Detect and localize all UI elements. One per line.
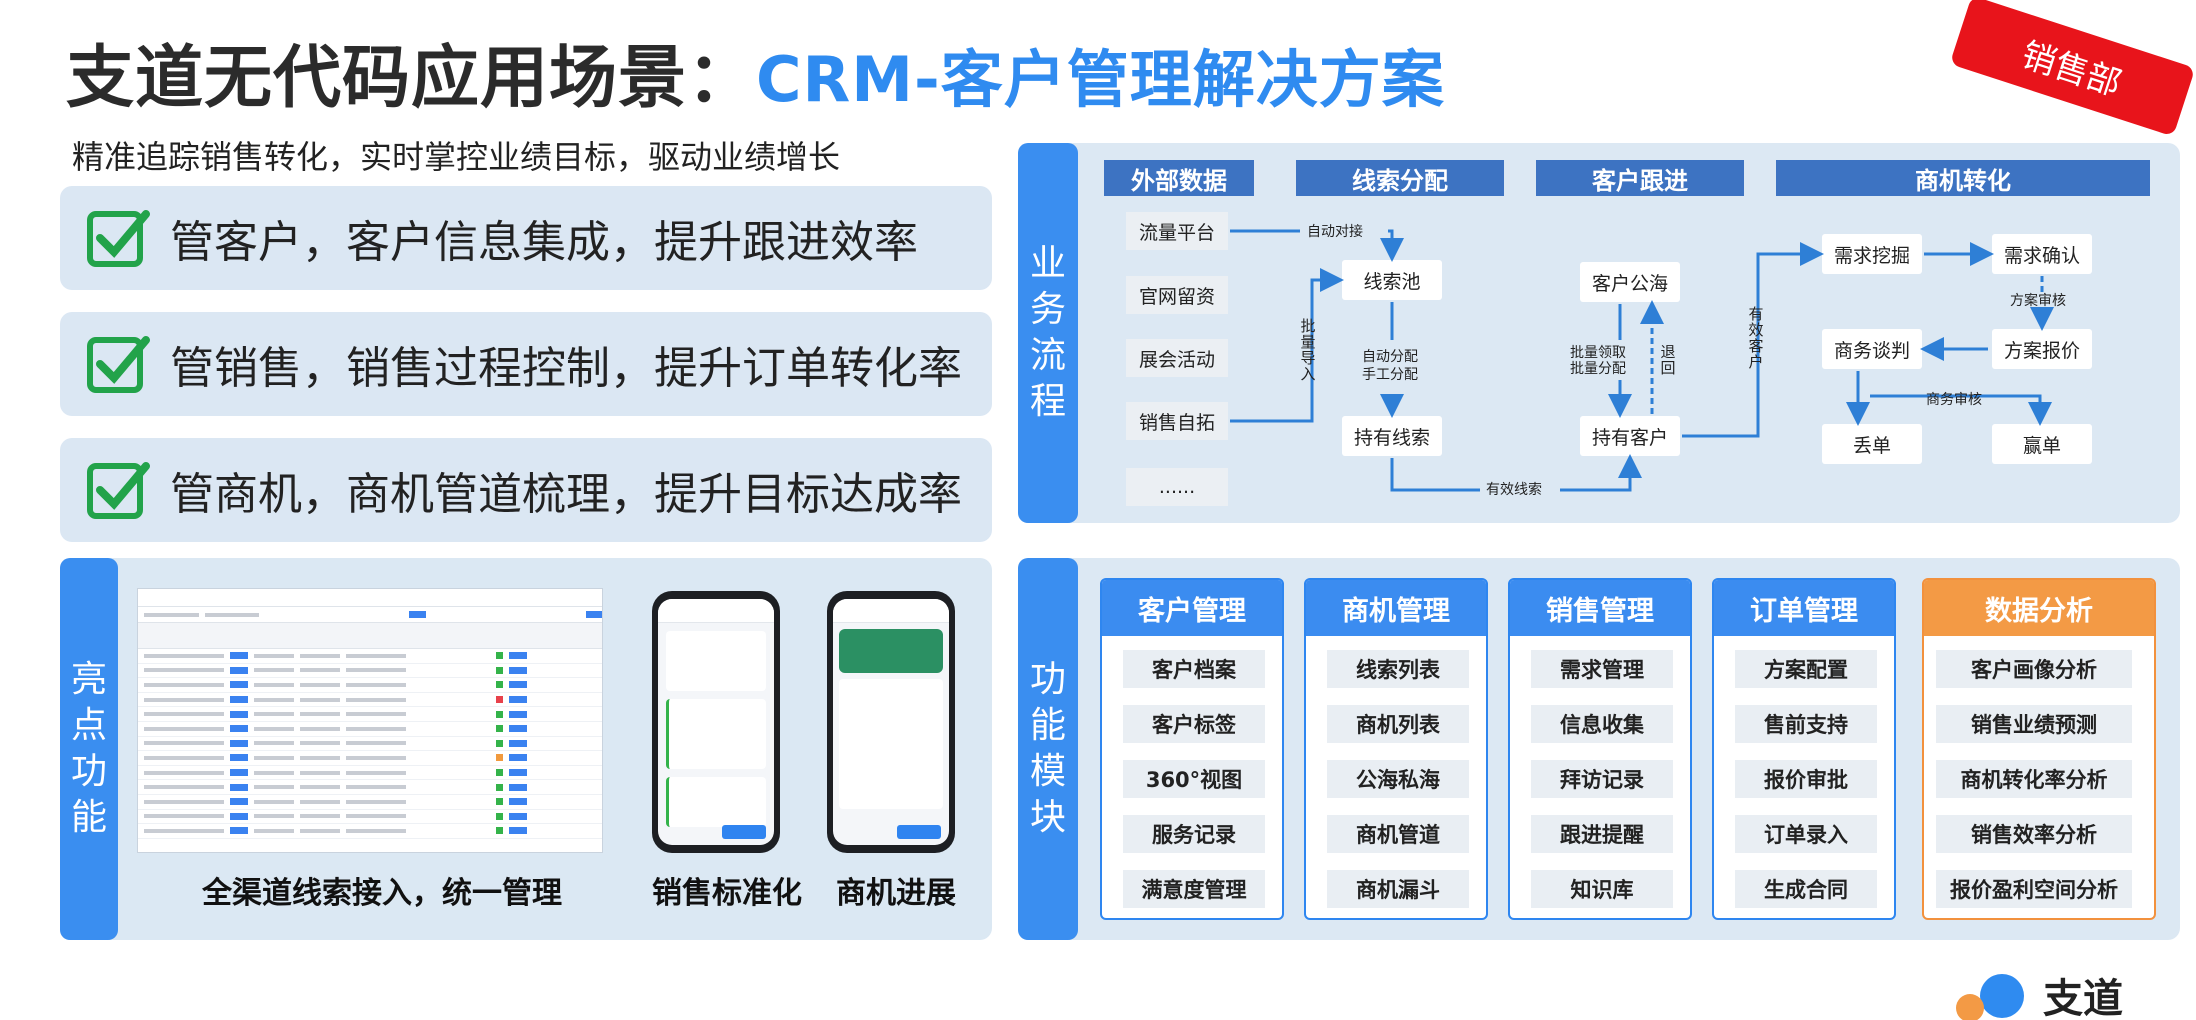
- module-card-analytics: 数据分析 客户画像分析 销售业绩预测 商机转化率分析 销售效率分析 报价盈利空间…: [1922, 578, 2156, 920]
- page-subtitle: 精准追踪销售转化，实时掌控业绩目标，驱动业绩增长: [72, 138, 841, 176]
- module-item: 知识库: [1531, 870, 1673, 908]
- module-item: 拜访记录: [1531, 760, 1673, 798]
- benefit-text: 管销售，销售过程控制，提升订单转化率: [170, 343, 962, 394]
- phone-mockup-sales: [652, 591, 780, 853]
- source-item: 展会活动: [1126, 339, 1228, 377]
- label-business-review: 商务审核: [1926, 392, 1982, 408]
- label-batch-import: 批量导入: [1300, 317, 1316, 383]
- node-own-customers: 持有客户: [1580, 416, 1680, 456]
- module-item: 销售业绩预测: [1936, 705, 2132, 743]
- process-header: 外部数据: [1104, 160, 1254, 196]
- process-header: 客户跟进: [1536, 160, 1744, 196]
- module-item: 公海私海: [1327, 760, 1469, 798]
- module-title: 商机管理: [1306, 580, 1486, 636]
- benefit-text: 管商机，商机管道梳理，提升目标达成率: [170, 469, 962, 520]
- module-item: 销售效率分析: [1936, 815, 2132, 853]
- phone-mockup-opportunity: [827, 591, 955, 853]
- node-customer-pool: 客户公海: [1580, 262, 1680, 302]
- module-item: 商机管道: [1327, 815, 1469, 853]
- process-header: 线索分配: [1296, 160, 1504, 196]
- process-tab: 业务流程: [1018, 143, 1078, 523]
- label-auto-assign: 自动分配: [1362, 349, 1418, 365]
- caption-opportunity: 商机进展: [836, 876, 956, 911]
- node-negotiation: 商务谈判: [1822, 329, 1922, 369]
- module-title: 客户管理: [1102, 580, 1282, 636]
- module-item: 线索列表: [1327, 650, 1469, 688]
- module-card-sales: 销售管理 需求管理 信息收集 拜访记录 跟进提醒 知识库: [1508, 578, 1692, 920]
- modules-tab: 功能模块: [1018, 558, 1078, 940]
- module-item: 客户档案: [1123, 650, 1265, 688]
- module-item: 报价审批: [1735, 760, 1877, 798]
- module-card-opportunity: 商机管理 线索列表 商机列表 公海私海 商机管道 商机漏斗: [1304, 578, 1488, 920]
- node-own-leads: 持有线索: [1342, 416, 1442, 456]
- source-item: 销售自拓: [1126, 402, 1228, 440]
- module-card-order: 订单管理 方案配置 售前支持 报价审批 订单录入 生成合同: [1712, 578, 1896, 920]
- highlights-tab: 亮点功能: [60, 558, 118, 940]
- source-item: 流量平台: [1126, 212, 1228, 250]
- module-item: 生成合同: [1735, 870, 1877, 908]
- module-item: 满意度管理: [1123, 870, 1265, 908]
- label-return: 退回: [1660, 343, 1676, 377]
- module-item: 方案配置: [1735, 650, 1877, 688]
- page-title-accent: CRM-客户管理解决方案: [756, 43, 1445, 116]
- process-panel: [1018, 143, 2180, 523]
- label-batch-assign: 批量分配: [1570, 361, 1626, 377]
- page-title: 支道无代码应用场景：CRM-客户管理解决方案: [66, 39, 1445, 118]
- module-item: 需求管理: [1531, 650, 1673, 688]
- caption-sales: 销售标准化: [652, 876, 802, 911]
- source-item: 官网留资: [1126, 276, 1228, 314]
- brand-logo-icon: [1956, 974, 2024, 1020]
- caption-leads: 全渠道线索接入，统一管理: [202, 876, 562, 911]
- module-title: 订单管理: [1714, 580, 1894, 636]
- process-header: 商机转化: [1776, 160, 2150, 196]
- node-won: 赢单: [1992, 424, 2092, 464]
- check-icon: [87, 462, 150, 519]
- module-item: 商机转化率分析: [1936, 760, 2132, 798]
- module-item: 售前支持: [1735, 705, 1877, 743]
- node-lost: 丢单: [1822, 424, 1922, 464]
- label-valid-customer: 有效客户: [1748, 305, 1764, 371]
- benefit-row: 管销售，销售过程控制，提升订单转化率: [60, 312, 992, 416]
- label-valid-leads: 有效线索: [1486, 482, 1542, 498]
- label-plan-review: 方案审核: [2010, 293, 2066, 309]
- benefit-row: 管商机，商机管道梳理，提升目标达成率: [60, 438, 992, 542]
- label-auto-connect: 自动对接: [1307, 224, 1363, 240]
- brand-name: 支道: [2043, 976, 2123, 1020]
- module-title: 数据分析: [1924, 580, 2154, 636]
- node-needs-confirm: 需求确认: [1992, 234, 2092, 274]
- table-screenshot: [137, 588, 603, 853]
- check-icon: [87, 336, 150, 393]
- module-item: 360°视图: [1123, 760, 1265, 798]
- node-lead-pool: 线索池: [1342, 260, 1442, 300]
- label-batch-claim: 批量领取: [1570, 345, 1626, 361]
- module-item: 服务记录: [1123, 815, 1265, 853]
- module-item: 客户画像分析: [1936, 650, 2132, 688]
- module-item: 客户标签: [1123, 705, 1265, 743]
- module-item: 报价盈利空间分析: [1936, 870, 2132, 908]
- source-item: ......: [1126, 468, 1228, 506]
- module-card-customer: 客户管理 客户档案 客户标签 360°视图 服务记录 满意度管理: [1100, 578, 1284, 920]
- module-item: 信息收集: [1531, 705, 1673, 743]
- node-quotation: 方案报价: [1992, 329, 2092, 369]
- module-title: 销售管理: [1510, 580, 1690, 636]
- module-item: 商机列表: [1327, 705, 1469, 743]
- module-item: 跟进提醒: [1531, 815, 1673, 853]
- benefit-text: 管客户，客户信息集成，提升跟进效率: [170, 217, 918, 268]
- check-icon: [87, 210, 150, 267]
- node-needs-mining: 需求挖掘: [1822, 234, 1922, 274]
- benefit-row: 管客户，客户信息集成，提升跟进效率: [60, 186, 992, 290]
- module-item: 商机漏斗: [1327, 870, 1469, 908]
- module-item: 订单录入: [1735, 815, 1877, 853]
- label-manual-assign: 手工分配: [1362, 367, 1418, 383]
